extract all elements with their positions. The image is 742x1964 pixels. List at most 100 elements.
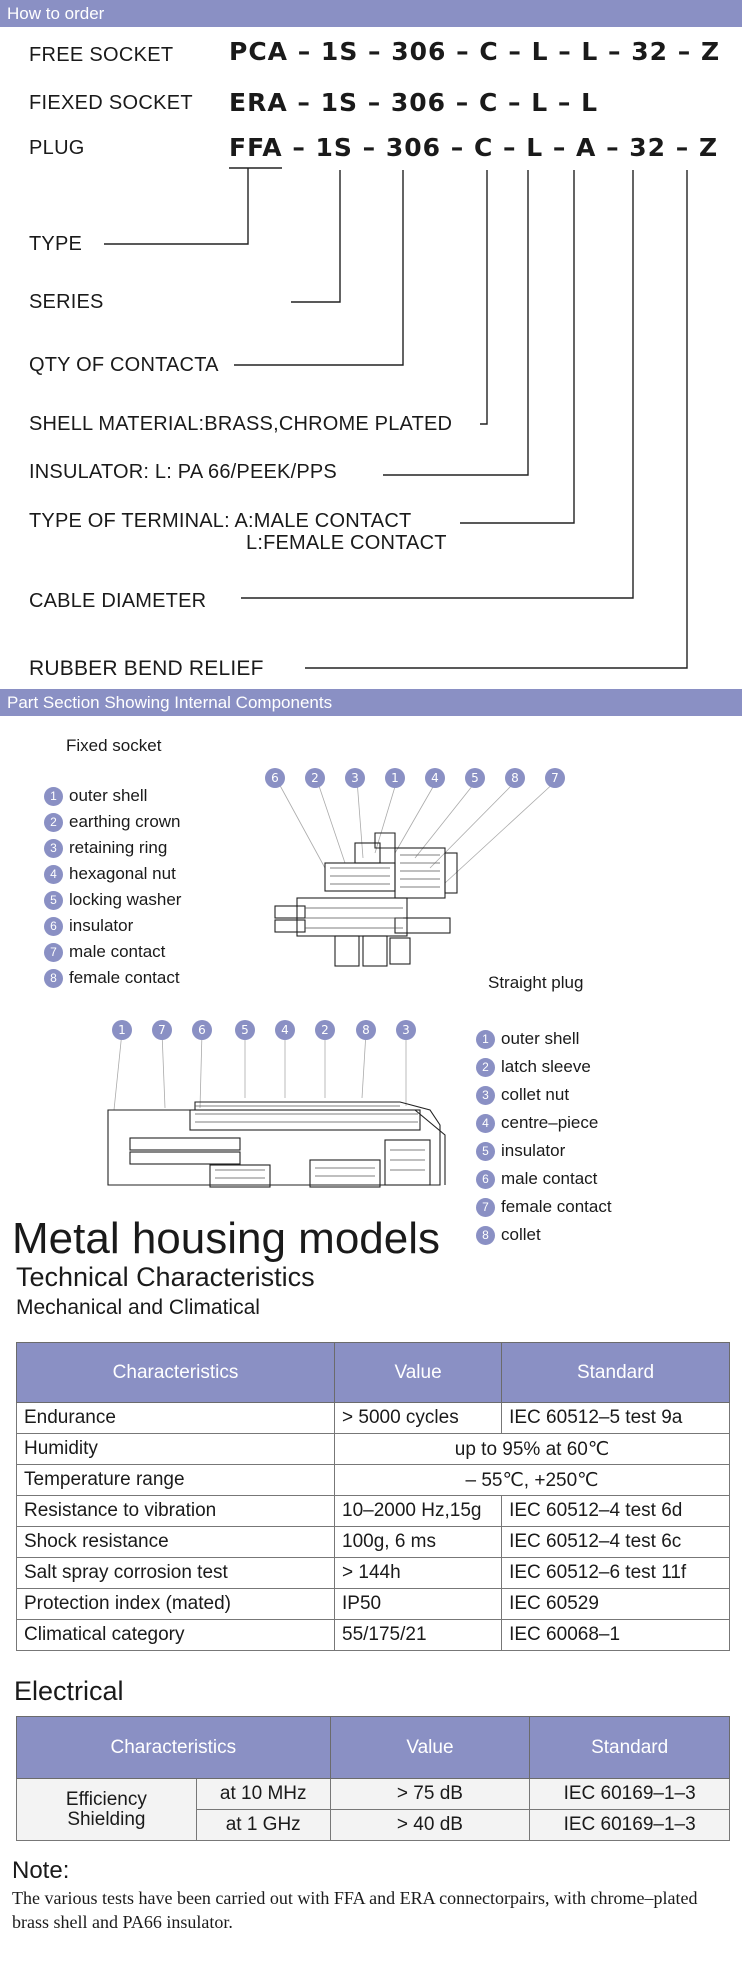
table-row: Temperature range – 55℃, +250℃ (16, 1464, 730, 1496)
merged-value-cell: – 55℃, +250℃ (334, 1464, 730, 1496)
electrical-title: Electrical (14, 1676, 124, 1706)
note-text: The various tests have been carried out … (12, 1888, 698, 1932)
electrical-spec-table: Characteristics Value Standard Efficienc… (16, 1716, 730, 1841)
table-row: Resistance to vibration 10–2000 Hz,15g I… (16, 1495, 730, 1527)
legend-number: 3 (476, 1086, 495, 1106)
legend-label: earthing crown (69, 812, 181, 831)
plug-marker-number: 8 (362, 1023, 370, 1037)
mechanical-climatical-subtitle: Mechanical and Climatical (16, 1296, 260, 1319)
fixed-marker (545, 768, 565, 788)
plug-marker-number: 6 (198, 1023, 206, 1037)
legend-label: male contact (501, 1169, 598, 1188)
legend-number: 2 (44, 813, 63, 833)
fixed-socket-cross-section-drawing: 6 2 3 1 4 5 8 7 (265, 768, 565, 967)
legend-item: 2 earthing crown (44, 812, 181, 838)
straight-plug-title: Straight plug (488, 973, 584, 992)
table-row: Protection index (mated) IP50 IEC 60529 (16, 1588, 730, 1620)
legend-number: 8 (476, 1226, 495, 1246)
legend-number: 6 (476, 1170, 495, 1190)
fixed-socket-label: FIEXED SOCKET (29, 92, 193, 114)
legend-label: hexagonal nut (69, 864, 176, 883)
legend-number: 6 (44, 917, 63, 937)
plug-marker (356, 1020, 376, 1040)
plug-marker-number: 3 (402, 1023, 410, 1037)
fixed-socket-title: Fixed socket (66, 736, 162, 755)
legend-number: 4 (476, 1114, 495, 1134)
characteristic-cell: Temperature range (16, 1464, 335, 1496)
free-socket-code: PCA – 1S – 306 – C – L – L – 32 – Z (229, 37, 721, 66)
straight-plug-cross-section-drawing: 1 7 6 5 4 2 8 3 (107, 1020, 446, 1188)
characteristic-cell: Climatical category (16, 1619, 335, 1651)
column-header: Value (333, 1342, 503, 1403)
fixed-marker-number: 4 (431, 771, 439, 785)
value-cell: 100g, 6 ms (333, 1526, 503, 1558)
legend-item: 6 male contact (476, 1169, 612, 1197)
callout-cable-diameter: CABLE DIAMETER (29, 590, 207, 612)
callout-terminal-type: TYPE OF TERMINAL: A:MALE CONTACT (29, 510, 412, 532)
standard-cell: IEC 60529 (501, 1588, 730, 1620)
plug-code: FFA – 1S – 306 – C – L – A – 32 – Z (229, 133, 719, 162)
table-row: Humidity up to 95% at 60℃ (16, 1433, 730, 1465)
fixed-marker-number: 2 (311, 771, 319, 785)
legend-number: 5 (476, 1142, 495, 1162)
table-row: at 1 GHz > 40 dB IEC 60169–1–3 (17, 1809, 730, 1841)
characteristic-cell: Protection index (mated) (16, 1588, 335, 1620)
column-header: Standard (529, 1716, 730, 1779)
fixed-marker-number: 1 (391, 771, 399, 785)
callout-rubber-bend-relief: RUBBER BEND RELIEF (29, 657, 264, 680)
fixed-marker-number: 7 (551, 771, 559, 785)
legend-label: centre–piece (501, 1113, 599, 1132)
plug-marker-number: 2 (321, 1023, 329, 1037)
table-row: Endurance > 5000 cycles IEC 60512–5 test… (16, 1402, 730, 1434)
fixed-marker (465, 768, 485, 788)
table-row: Efficiency Shielding at 10 MHz > 75 dB I… (16, 1778, 730, 1841)
group-cell: Efficiency Shielding (16, 1778, 197, 1841)
legend-label: male contact (69, 942, 166, 961)
standard-cell: IEC 60512–5 test 9a (501, 1402, 730, 1434)
part-section-header: Part Section Showing Internal Components (0, 689, 742, 716)
legend-label: female contact (501, 1197, 612, 1216)
legend-item: 4 centre–piece (476, 1113, 612, 1141)
value-cell: > 75 dB (329, 1778, 531, 1810)
mechanical-spec-table: Characteristics Value Standard Endurance… (16, 1342, 730, 1651)
technical-characteristics-subtitle: Technical Characteristics (16, 1262, 315, 1292)
legend-label: insulator (69, 916, 134, 935)
plug-marker (192, 1020, 212, 1040)
fixed-marker (425, 768, 445, 788)
plug-marker (152, 1020, 172, 1040)
plug-label: PLUG (29, 137, 85, 159)
characteristic-cell: Humidity (16, 1433, 335, 1465)
order-leader-lines (104, 167, 688, 669)
how-to-order-title: How to order (7, 4, 105, 23)
callout-insulator: INSULATOR: L: PA 66/PEEK/PPS (29, 461, 337, 483)
standard-cell: IEC 60169–1–3 (529, 1778, 730, 1810)
note-title: Note: (12, 1857, 70, 1884)
table-header-row: Characteristics Value Standard (16, 1716, 730, 1779)
condition-cell: at 1 GHz (195, 1809, 331, 1841)
legend-number: 1 (44, 787, 63, 807)
value-cell: > 40 dB (329, 1809, 531, 1841)
legend-number: 4 (44, 865, 63, 885)
fixed-marker-number: 8 (511, 771, 519, 785)
column-header: Value (329, 1716, 531, 1779)
value-cell: 55/175/21 (333, 1619, 503, 1651)
legend-number: 1 (476, 1030, 495, 1050)
plug-marker-number: 1 (118, 1023, 126, 1037)
fixed-marker-number: 5 (471, 771, 479, 785)
legend-label: latch sleeve (501, 1057, 591, 1076)
legend-label: female contact (69, 968, 180, 987)
part-section-title: Part Section Showing Internal Components (7, 693, 333, 712)
fixed-marker (505, 768, 525, 788)
value-cell: IP50 (333, 1588, 503, 1620)
value-cell: > 144h (333, 1557, 503, 1589)
